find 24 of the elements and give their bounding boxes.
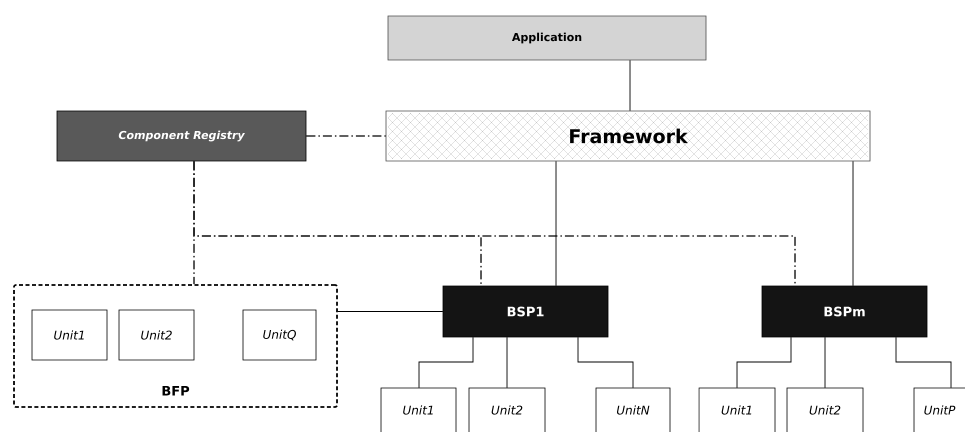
unit-box: UnitN xyxy=(596,388,670,432)
connector-line xyxy=(306,135,386,137)
unit-box: Unit2 xyxy=(786,388,864,432)
unit-box: Unit1 xyxy=(380,388,456,432)
unit-box: UnitP xyxy=(914,388,965,432)
bsp-box: BSPm xyxy=(762,286,928,338)
connector-line xyxy=(337,311,444,312)
connector-line xyxy=(578,336,634,388)
connector-line xyxy=(506,336,508,388)
connector-line xyxy=(193,161,796,286)
bsp-box: BSP1 xyxy=(442,286,608,338)
connector-line xyxy=(736,336,792,388)
connector-line xyxy=(852,160,854,286)
unit-box: Unit2 xyxy=(118,310,194,360)
unit-box: Unit1 xyxy=(32,310,108,360)
application-box: Application xyxy=(388,16,706,60)
unit-box: Unit2 xyxy=(468,388,546,432)
registry-box: Component Registry xyxy=(56,110,306,162)
connector-line xyxy=(824,336,826,388)
framework-box: Framework xyxy=(386,110,870,162)
connector-line xyxy=(896,336,952,388)
unit-box: Unit1 xyxy=(698,388,776,432)
unit-box: UnitQ xyxy=(242,310,316,360)
connector-line xyxy=(418,336,474,388)
